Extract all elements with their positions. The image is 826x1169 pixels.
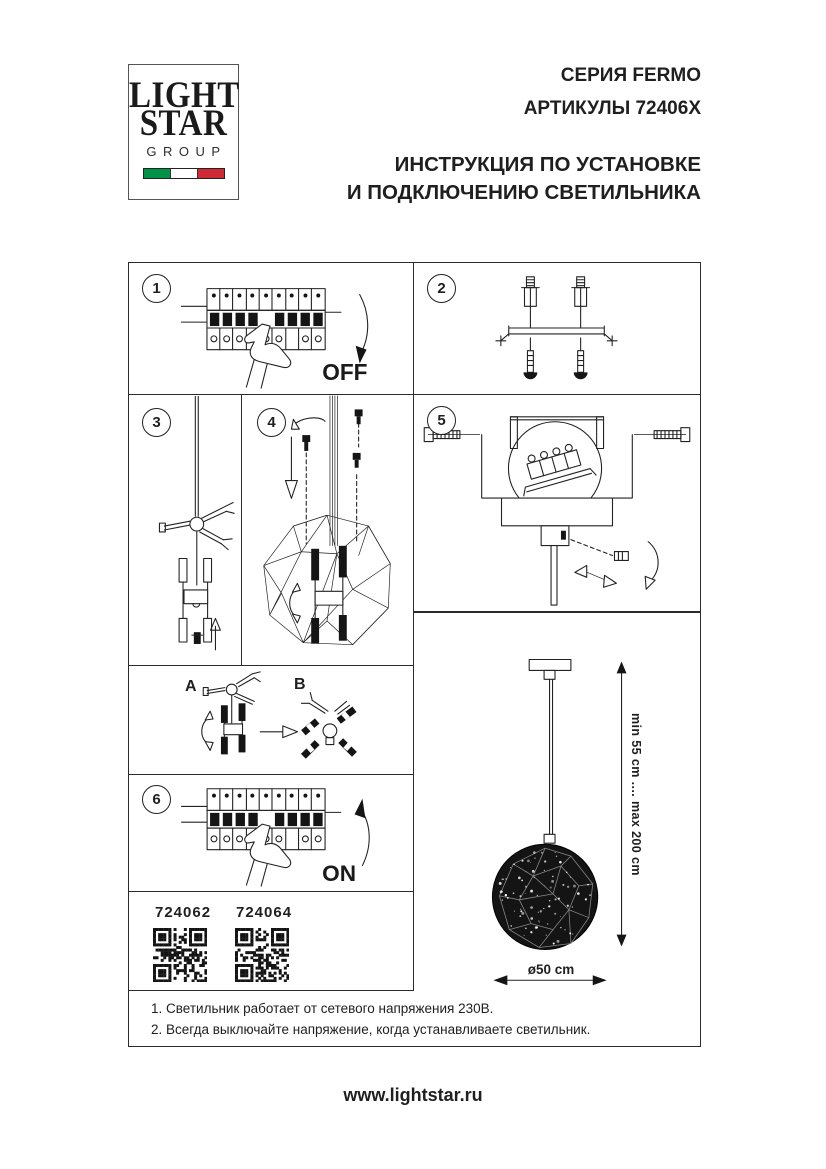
logo-word-group: GROUP [146,144,227,160]
rod-spider-drawing [158,395,235,651]
breaker-on-drawing: ON [181,788,370,887]
step-4-panel: 4 [241,394,414,666]
hardware-drawing [495,276,618,380]
product-codes-panel: 724062 724064 [128,891,414,991]
series-title: СЕРИЯ FERMO [560,65,701,86]
lightstar-logo: LIGHT STAR GROUP [128,64,239,200]
articles-title: АРТИКУЛЫ 72406X [523,97,701,119]
lamp-overview-panel: min 55 cm .... max 200 cm ø50 cm [413,612,701,991]
step-5-panel: 5 [413,394,701,612]
diameter-label: ø50 cm [527,962,575,977]
notes-panel: 1. Светильник работает от сетевого напря… [128,990,701,1047]
website-url: www.lightstar.ru [343,1085,483,1105]
italian-flag-icon [142,168,225,180]
variant-panel: A B [128,665,414,775]
variant-b-label: B [294,676,306,693]
height-range-label: min 55 cm .... max 200 cm [629,713,643,876]
step-3-badge: 3 [142,408,171,437]
off-label: OFF [322,359,367,385]
variants-drawing [201,671,357,759]
variant-a-label: A [185,678,197,695]
product-code-1: 724062 [155,904,212,921]
logo-word-light: LIGHT [129,75,240,116]
qr-code-724062 [153,928,207,982]
step-1-badge: 1 [142,274,171,303]
header-titles: СЕРИЯ FERMO АРТИКУЛЫ 72406X ИНСТРУКЦИЯ П… [347,60,701,206]
step-6-panel: 6 [128,774,414,892]
pendant-lamp-drawing [491,658,627,986]
flag-red-stripe [197,169,224,179]
qr-code-724064 [235,928,289,982]
flag-white-stripe [169,169,198,179]
step-2-badge: 2 [427,274,456,303]
note-line-1: 1. Светильник работает от сетевого напря… [151,1001,494,1016]
flag-green-stripe [143,169,170,179]
divider-line [128,990,414,991]
doc-title-line2: И ПОДКЛЮЧЕНИЮ СВЕТИЛЬНИКА [346,180,701,204]
step-5-badge: 5 [427,406,456,435]
logo-word-star: STAR [139,103,228,144]
product-code-2: 724064 [236,904,293,921]
breaker-off-drawing: OFF [180,288,369,389]
mount-detail-drawing [423,416,691,606]
step-3-panel: 3 [128,394,242,666]
note-line-2: 2. Всегда выключайте напряжение, когда у… [151,1021,591,1037]
step-1-panel: 1 [128,262,414,396]
on-label: ON [322,861,356,886]
step-6-badge: 6 [142,785,171,814]
step-2-panel: 2 [413,262,701,396]
step-4-badge: 4 [257,408,286,437]
doc-title-line1: ИНСТРУКЦИЯ ПО УСТАНОВКЕ [394,152,701,176]
shade-assembly-drawing [263,395,391,646]
